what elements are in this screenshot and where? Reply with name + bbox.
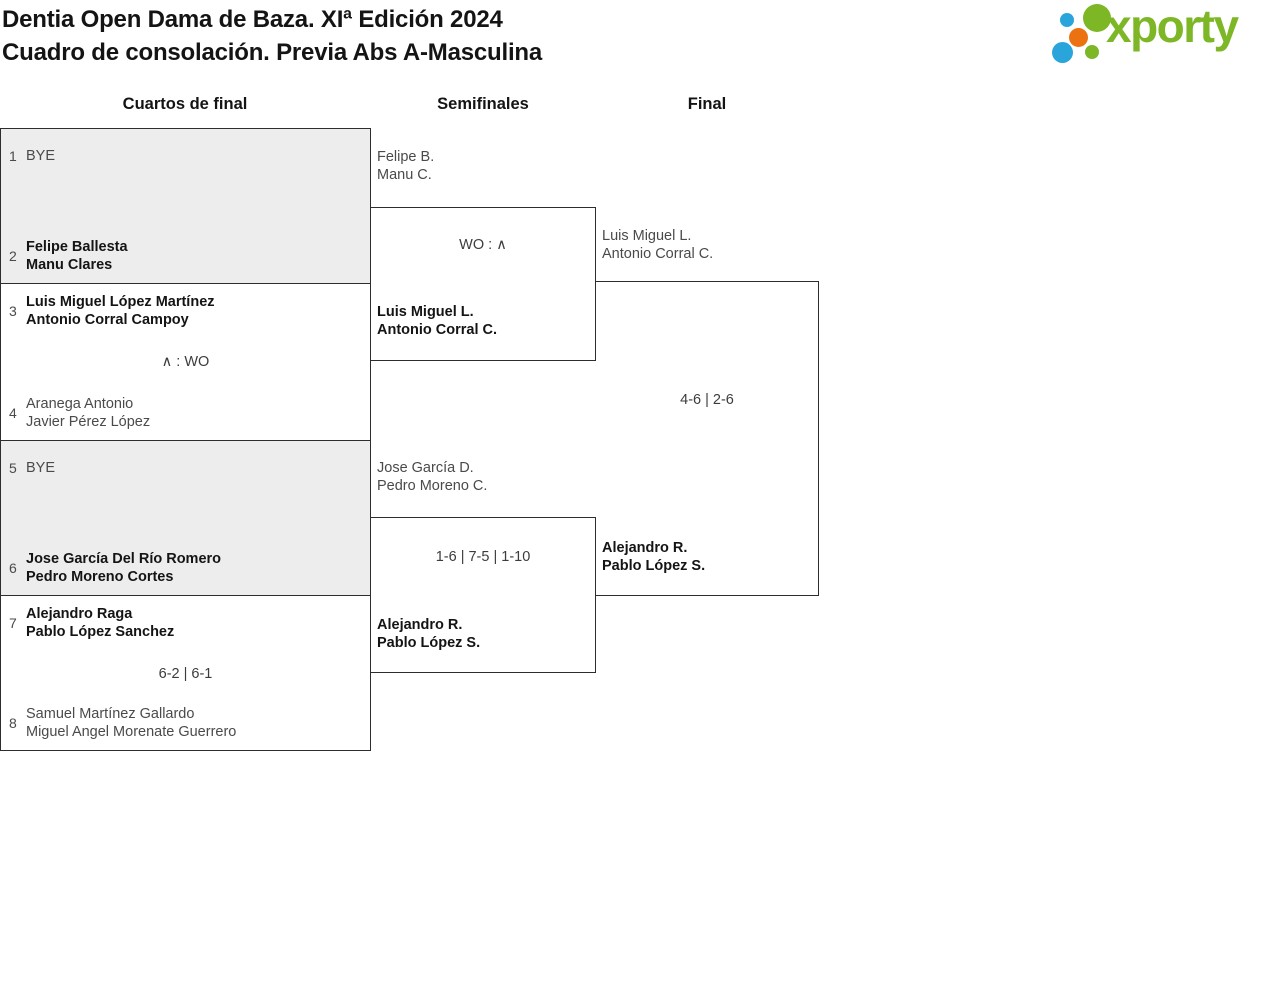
logo-wordmark: xporty	[1106, 0, 1239, 52]
page-title: Dentia Open Dama de Baza. XIª Edición 20…	[2, 3, 542, 69]
seed-number: 2	[9, 248, 17, 264]
match-score: WO : ∧	[459, 237, 507, 253]
team-names: BYE	[26, 148, 56, 164]
logo-dot-blue-large	[1052, 42, 1073, 63]
xporty-logo[interactable]: xporty	[1050, 0, 1276, 66]
seed-number: 7	[9, 615, 17, 631]
qf3-team-top: 5 BYE	[1, 449, 370, 487]
seed-number: 6	[9, 560, 17, 576]
team-names-winner: Alejandro Raga Pablo López Sanchez	[26, 606, 175, 640]
logo-dot-green-small	[1085, 45, 1099, 59]
final-team-top: Luis Miguel L. Antonio Corral C.	[602, 228, 714, 262]
qf-match-4[interactable]: 7 Alejandro Raga Pablo López Sanchez 6-2…	[0, 595, 371, 751]
sf2-team-bottom-winner: Alejandro R. Pablo López S.	[377, 617, 481, 651]
match-score: 4-6 | 2-6	[680, 392, 734, 408]
qf2-team-bottom: 4 Aranega Antonio Javier Pérez López	[1, 394, 370, 432]
round-header-semifinals: Semifinales	[437, 95, 529, 113]
qf-match-1[interactable]: 1 BYE 2 Felipe Ballesta Manu Clares	[0, 128, 371, 284]
team-names: BYE	[26, 460, 56, 476]
seed-number: 1	[9, 148, 17, 164]
qf2-team-top: 3 Luis Miguel López Martínez Antonio Cor…	[1, 292, 370, 330]
qf-match-3[interactable]: 5 BYE 6 Jose García Del Río Romero Pedro…	[0, 440, 371, 596]
seed-number: 8	[9, 715, 17, 731]
final-team-bottom-winner: Alejandro R. Pablo López S.	[602, 540, 706, 574]
qf4-team-bottom: 8 Samuel Martínez Gallardo Miguel Angel …	[1, 704, 370, 742]
qf4-team-top: 7 Alejandro Raga Pablo López Sanchez	[1, 604, 370, 642]
qf3-team-bottom: 6 Jose García Del Río Romero Pedro Moren…	[1, 549, 370, 587]
qf-match-2[interactable]: 3 Luis Miguel López Martínez Antonio Cor…	[0, 283, 371, 441]
title-line-2: Cuadro de consolación. Previa Abs A-Masc…	[2, 39, 543, 66]
team-names-winner: Felipe Ballesta Manu Clares	[26, 239, 128, 273]
match-score: 6-2 | 6-1	[158, 666, 213, 682]
match-score: 1-6 | 7-5 | 1-10	[435, 549, 531, 565]
logo-dot-green-large	[1083, 4, 1111, 32]
match-score: ∧ : WO	[161, 354, 210, 370]
final-match[interactable]	[595, 281, 819, 596]
seed-number: 3	[9, 303, 17, 319]
team-names-winner: Jose García Del Río Romero Pedro Moreno …	[26, 551, 222, 585]
sf1-team-bottom-winner: Luis Miguel L. Antonio Corral C.	[377, 304, 498, 338]
round-header-final: Final	[687, 95, 727, 113]
sf2-team-top: Jose García D. Pedro Moreno C.	[377, 460, 488, 494]
sf1-team-top: Felipe B. Manu C.	[377, 149, 435, 183]
seed-number: 5	[9, 460, 17, 476]
qf1-team-top: 1 BYE	[1, 137, 370, 175]
round-header-quarterfinals: Cuartos de final	[122, 95, 248, 113]
title-line-1: Dentia Open Dama de Baza. XIª Edición 20…	[2, 6, 503, 33]
team-names-winner: Luis Miguel López Martínez Antonio Corra…	[26, 294, 215, 328]
sf-match-1[interactable]	[370, 207, 596, 361]
logo-dot-blue-small	[1060, 13, 1074, 27]
logo-dot-orange	[1069, 28, 1088, 47]
team-names: Aranega Antonio Javier Pérez López	[26, 396, 151, 430]
qf1-team-bottom: 2 Felipe Ballesta Manu Clares	[1, 237, 370, 275]
team-names: Samuel Martínez Gallardo Miguel Angel Mo…	[26, 706, 237, 740]
seed-number: 4	[9, 405, 17, 421]
